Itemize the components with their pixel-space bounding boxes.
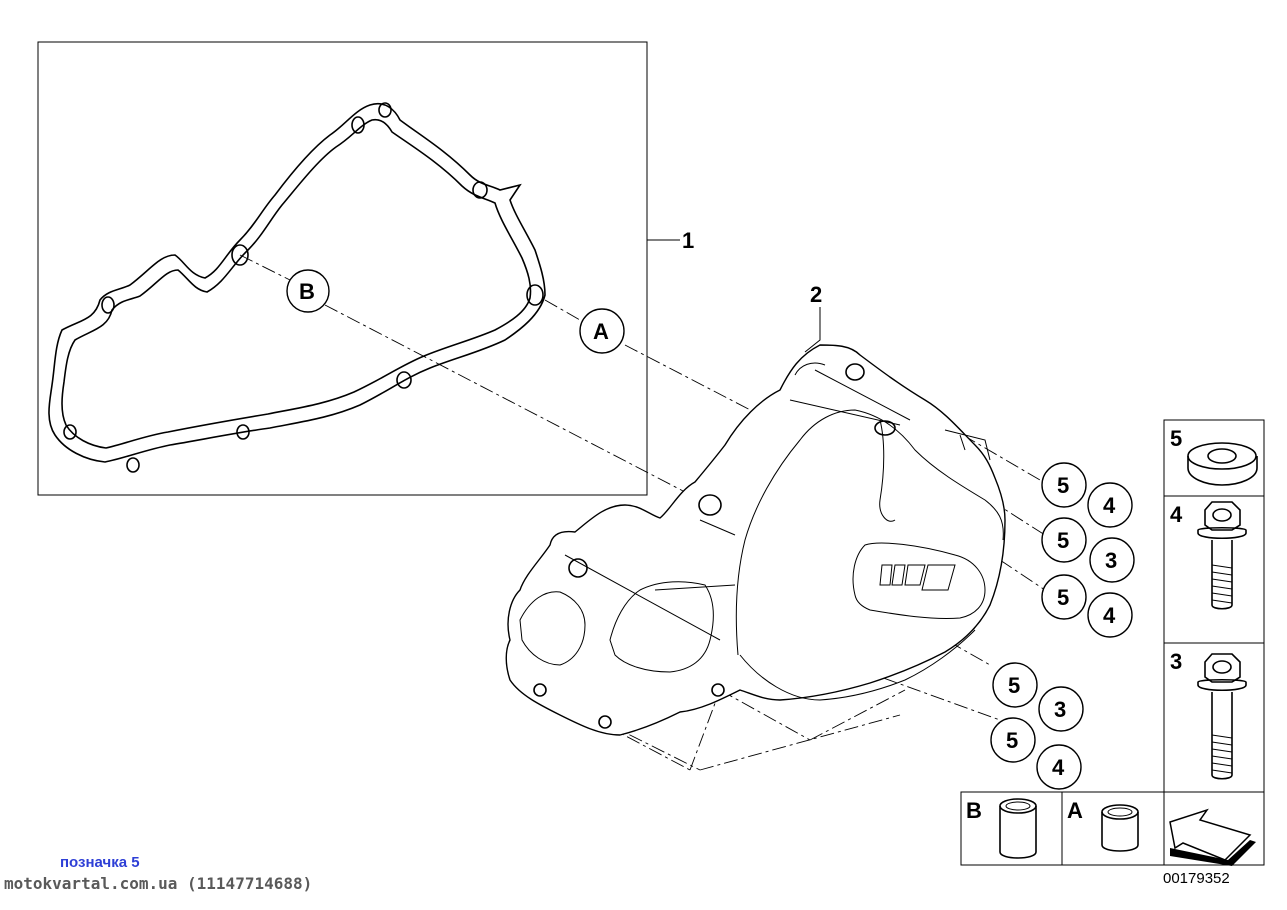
callout-item-5-b: 5 [1041, 517, 1087, 563]
callout-item-5-e: 5 [990, 717, 1036, 763]
svg-text:5: 5 [1057, 585, 1069, 610]
sleeve-b-icon [999, 798, 1037, 859]
bmw-logo [879, 564, 956, 591]
callout-2: 2 [810, 282, 822, 307]
svg-text:A: A [593, 319, 609, 344]
svg-text:4: 4 [1052, 755, 1065, 780]
svg-text:5: 5 [1057, 473, 1069, 498]
legend-sleeve-a-label: A [1067, 798, 1083, 823]
washer-icon [1187, 442, 1258, 486]
callout-item-5-c: 5 [1041, 574, 1087, 620]
bolt-long-icon [1197, 501, 1247, 610]
svg-text:4: 4 [1103, 493, 1116, 518]
callout-item-4-a: 4 [1087, 482, 1133, 528]
svg-text:5: 5 [1057, 528, 1069, 553]
sleeve-legend-panel: B A [960, 791, 1165, 866]
svg-text:4: 4 [1103, 603, 1116, 628]
navigation-arrow-icon [1169, 808, 1256, 866]
svg-text:3: 3 [1054, 697, 1066, 722]
caption-label: позначка 5 [60, 854, 140, 871]
legend-washer-label: 5 [1170, 426, 1182, 451]
svg-text:3: 3 [1105, 548, 1117, 573]
engine-cover-drawing [505, 344, 1006, 736]
callout-b: B [286, 269, 330, 313]
legend-panel: 5 4 3 [1163, 419, 1265, 866]
gasket-inset-frame [37, 41, 648, 496]
sleeve-a-icon [1101, 804, 1139, 852]
engine-cover-bolt-holes [533, 363, 896, 729]
legend-bolt-long-label: 4 [1170, 502, 1183, 527]
gasket-bolt-holes [63, 102, 544, 473]
legend-sleeve-b-label: B [966, 798, 982, 823]
callout-item-4-b: 4 [1087, 592, 1133, 638]
callout-item-4-c: 4 [1036, 744, 1082, 790]
svg-text:5: 5 [1006, 728, 1018, 753]
callout-item-5-a: 5 [1041, 462, 1087, 508]
callout-item-5-d: 5 [992, 662, 1038, 708]
callout-a: A [579, 308, 625, 354]
bolt-short-icon [1197, 653, 1247, 780]
callout-item-3-a: 3 [1089, 537, 1135, 583]
diagram-id: 00179352 [1163, 870, 1230, 887]
callout-1: 1 [682, 228, 694, 253]
callout-item-3-b: 3 [1038, 686, 1084, 732]
svg-text:5: 5 [1008, 673, 1020, 698]
svg-text:B: B [299, 279, 315, 304]
caption-source: motokvartal.com.ua (11147714688) [4, 874, 313, 893]
gasket-drawing [48, 102, 546, 473]
legend-bolt-short-label: 3 [1170, 649, 1182, 674]
